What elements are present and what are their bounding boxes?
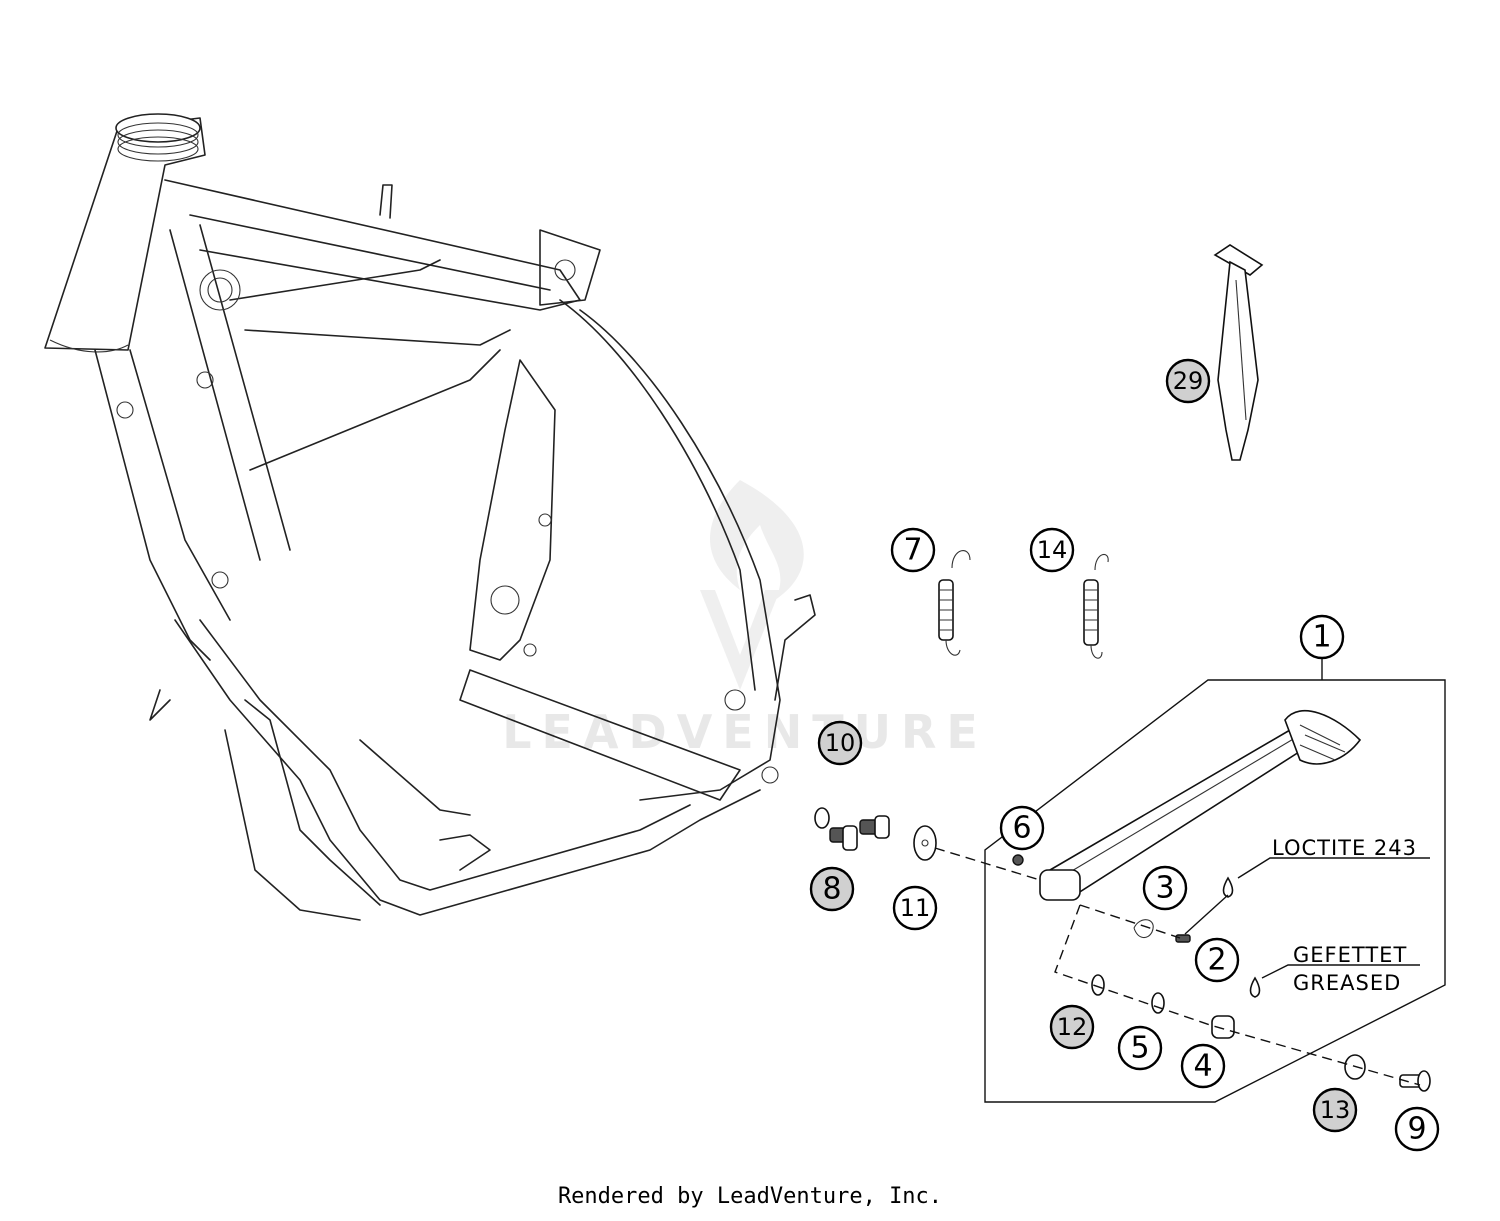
loctite-note: LOCTITE 243	[1272, 836, 1417, 860]
callout-1: 1	[1299, 614, 1345, 660]
callout-11-label: 11	[900, 894, 931, 922]
part-4-bushing	[1211, 1015, 1235, 1039]
callout-5: 5	[1117, 1025, 1163, 1071]
bolt-axis-line	[1079, 904, 1181, 939]
part-7-spring	[938, 550, 971, 656]
callout-9-label: 9	[1407, 1112, 1426, 1147]
watermark-text: LEADVENTURE	[502, 705, 988, 759]
gefettet-note: GEFETTET	[1293, 943, 1407, 967]
part-10-bolt	[859, 815, 890, 839]
callout-29-label: 29	[1173, 367, 1204, 395]
callout-8: 8	[809, 866, 855, 912]
callout-7: 7	[890, 527, 936, 573]
loctite-drop	[1222, 876, 1234, 898]
greased-note: GREASED	[1293, 971, 1401, 995]
callout-11: 11	[892, 885, 938, 931]
callout-10: 10	[817, 720, 863, 766]
grease-underline	[1261, 964, 1420, 979]
frame-illustration	[44, 113, 816, 921]
callout-7-label: 7	[903, 533, 922, 568]
footer-credit: Rendered by LeadVenture, Inc.	[557, 1184, 943, 1209]
callout-4: 4	[1180, 1043, 1226, 1089]
callout-14-label: 14	[1037, 536, 1068, 564]
part-29-tool	[1213, 244, 1264, 461]
callout-12: 12	[1049, 1004, 1095, 1050]
part-3-clip	[1133, 919, 1154, 939]
part-9-bolt	[1399, 1070, 1431, 1092]
callout-6-label: 6	[1012, 811, 1031, 846]
part-11-washer	[913, 825, 937, 861]
callout-1-label: 1	[1312, 620, 1331, 655]
callout-10-label: 10	[825, 729, 856, 757]
loctite-underline	[1237, 857, 1430, 879]
callout-13: 13	[1312, 1087, 1358, 1133]
part-2-screw	[1175, 934, 1191, 943]
callout-5-label: 5	[1130, 1031, 1149, 1066]
pivot-axis-line	[1054, 904, 1421, 1086]
callout-3-label: 3	[1155, 871, 1174, 906]
part-8-bolt	[829, 825, 858, 851]
callout-3: 3	[1142, 865, 1188, 911]
washer-axis-line	[934, 847, 1041, 881]
callout-8-label: 8	[822, 872, 841, 907]
callout-2: 2	[1194, 937, 1240, 983]
part-1-side-stand	[1012, 709, 1362, 901]
part-5-oring	[1151, 992, 1165, 1014]
callout-14: 14	[1029, 527, 1075, 573]
part-10-oring	[814, 807, 830, 829]
watermark: LEADVENTURE	[502, 480, 988, 759]
grease-drop	[1249, 976, 1261, 998]
callout-6: 6	[999, 805, 1045, 851]
callout-12-label: 12	[1057, 1013, 1088, 1041]
part-12-oring	[1091, 974, 1105, 996]
part-14-spring	[1083, 553, 1109, 659]
callout-13-label: 13	[1320, 1096, 1351, 1124]
loctite-leader	[1184, 894, 1229, 935]
callout-29: 29	[1165, 358, 1211, 404]
part-1-group-border	[984, 679, 1446, 1103]
callout-4-label: 4	[1193, 1049, 1212, 1084]
callout-9: 9	[1394, 1106, 1440, 1152]
callout-2-label: 2	[1207, 943, 1226, 978]
